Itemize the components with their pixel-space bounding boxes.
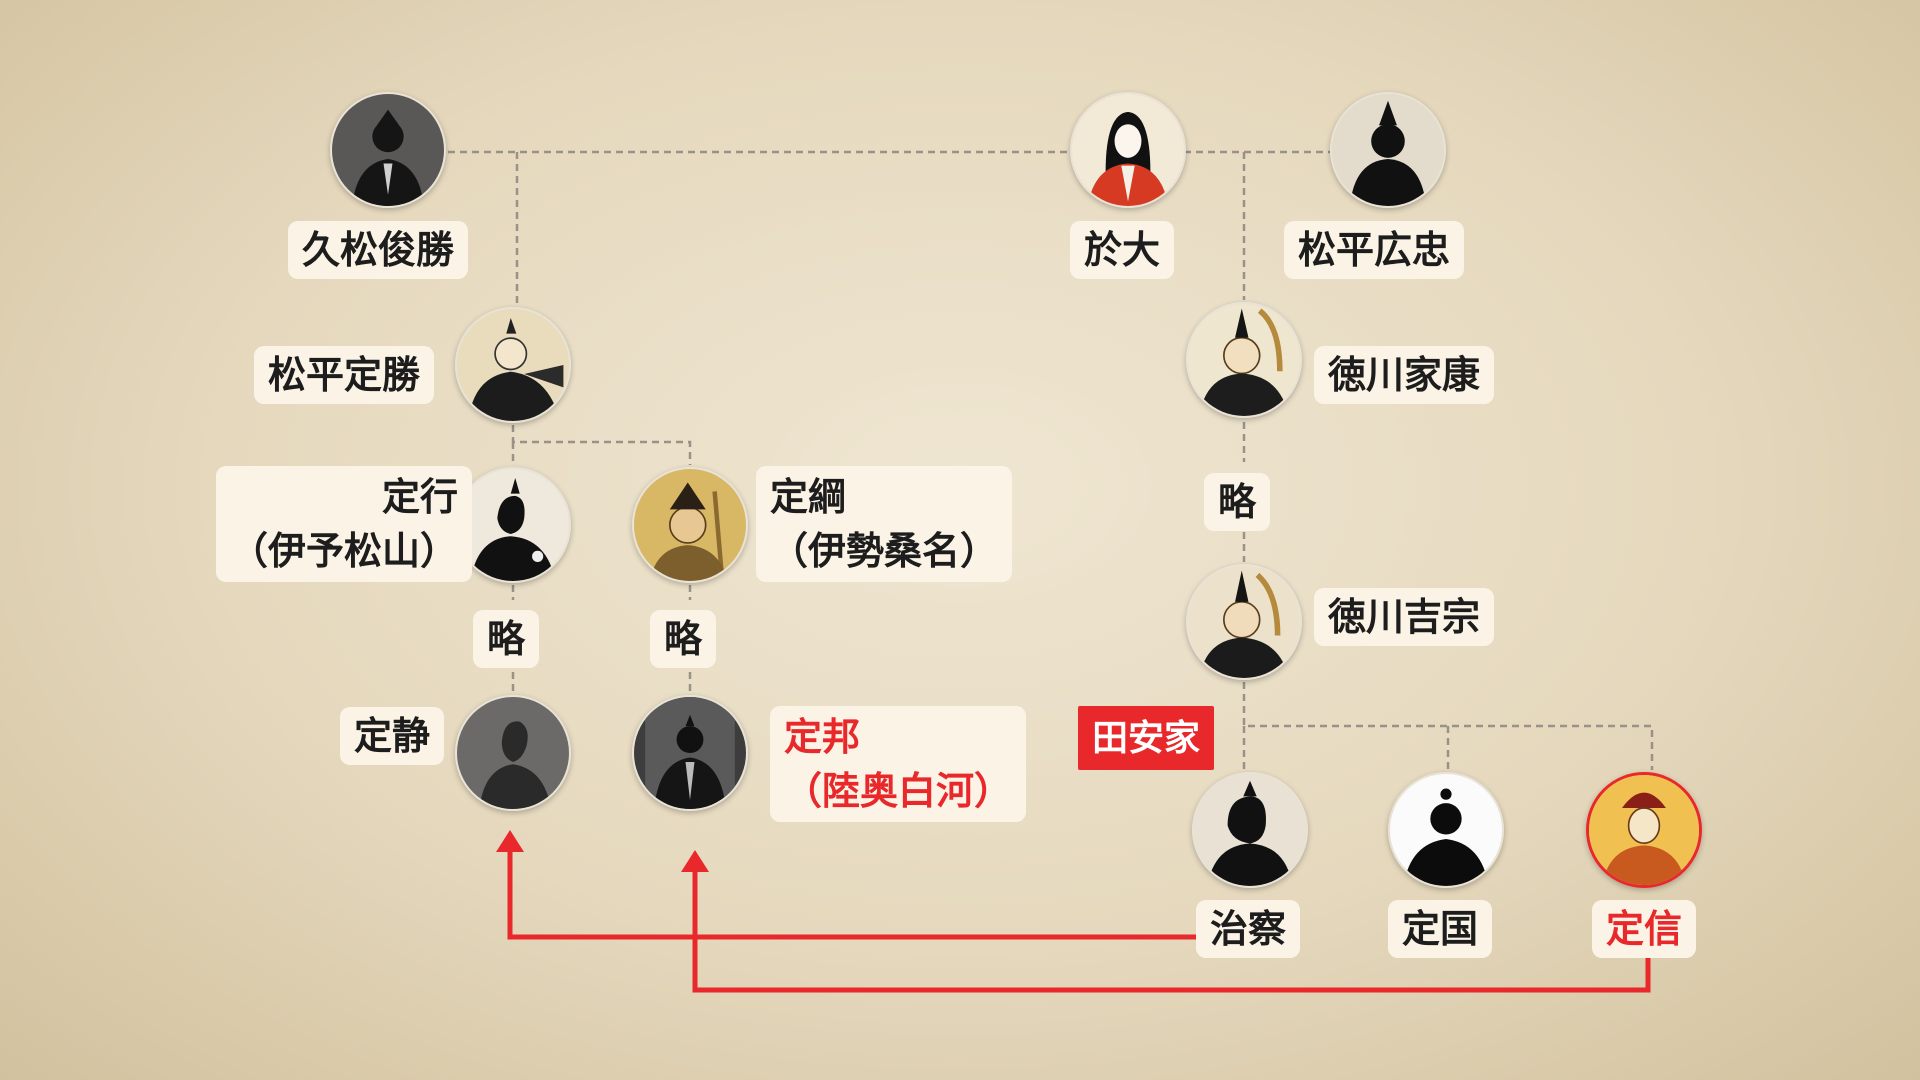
label-hisamatsu-toshikatsu: 久松俊勝 bbox=[288, 221, 469, 279]
portrait-sadanobu bbox=[1586, 772, 1702, 888]
abbr-sadatsuna: 略 bbox=[650, 610, 717, 668]
portrait-matsudaira-sadakatsu bbox=[455, 307, 571, 423]
portrait-sadashizu bbox=[455, 695, 571, 811]
tayasu-house-badge: 田安家 bbox=[1078, 706, 1215, 770]
label-sadakuni: 定国 bbox=[1388, 900, 1493, 958]
label-sadashizu: 定静 bbox=[340, 707, 445, 765]
label-matsudaira-hirotada: 松平広忠 bbox=[1284, 221, 1465, 279]
portrait-sadakuni bbox=[1388, 772, 1504, 888]
label-sadayuki-name: 定行 bbox=[382, 474, 459, 519]
label-sadakuni-shirakawa-domain: （陸奥白河） bbox=[784, 768, 1013, 813]
portrait-odai bbox=[1070, 92, 1186, 208]
label-sadayuki-domain: （伊予松山） bbox=[230, 528, 459, 573]
label-sadatsuna: 定綱 （伊勢桑名） bbox=[756, 466, 1013, 582]
arrowhead-sadashizu bbox=[496, 830, 524, 852]
line-yoshimune-children bbox=[1242, 682, 1654, 770]
portrait-sadakuni-shirakawa bbox=[632, 695, 748, 811]
portrait-sadatsuna bbox=[632, 467, 748, 583]
line-sadakatsu-children bbox=[511, 425, 692, 465]
label-sadatsuna-name: 定綱 bbox=[770, 474, 847, 519]
abbr-tokugawa: 略 bbox=[1204, 473, 1271, 531]
label-harusada: 治察 bbox=[1196, 900, 1301, 958]
label-sadakuni-shirakawa-name: 定邦 bbox=[784, 714, 861, 759]
portrait-harusada bbox=[1192, 772, 1308, 888]
label-sadanobu: 定信 bbox=[1592, 900, 1697, 958]
label-sadatsuna-domain: （伊勢桑名） bbox=[770, 528, 999, 573]
adoption-arrow-sadanobu-to-sadakuni bbox=[692, 862, 1651, 993]
abbr-sadayuki: 略 bbox=[473, 610, 540, 668]
label-matsudaira-sadakatsu: 松平定勝 bbox=[254, 346, 435, 404]
label-tokugawa-yoshimune: 徳川吉宗 bbox=[1314, 588, 1495, 646]
portrait-hisamatsu-toshikatsu bbox=[330, 92, 446, 208]
label-tokugawa-ieyasu: 徳川家康 bbox=[1314, 346, 1495, 404]
portrait-sadayuki bbox=[455, 467, 571, 583]
label-odai: 於大 bbox=[1070, 221, 1175, 279]
portrait-tokugawa-ieyasu bbox=[1186, 302, 1302, 418]
portrait-matsudaira-hirotada bbox=[1330, 92, 1446, 208]
label-sadakuni-shirakawa: 定邦 （陸奥白河） bbox=[770, 706, 1027, 822]
arrowhead-sadakuni bbox=[681, 850, 709, 872]
portrait-tokugawa-yoshimune bbox=[1186, 564, 1302, 680]
adoption-arrow-harusada-to-sadashizu bbox=[507, 840, 1252, 940]
label-sadayuki: 定行 （伊予松山） bbox=[216, 466, 473, 582]
